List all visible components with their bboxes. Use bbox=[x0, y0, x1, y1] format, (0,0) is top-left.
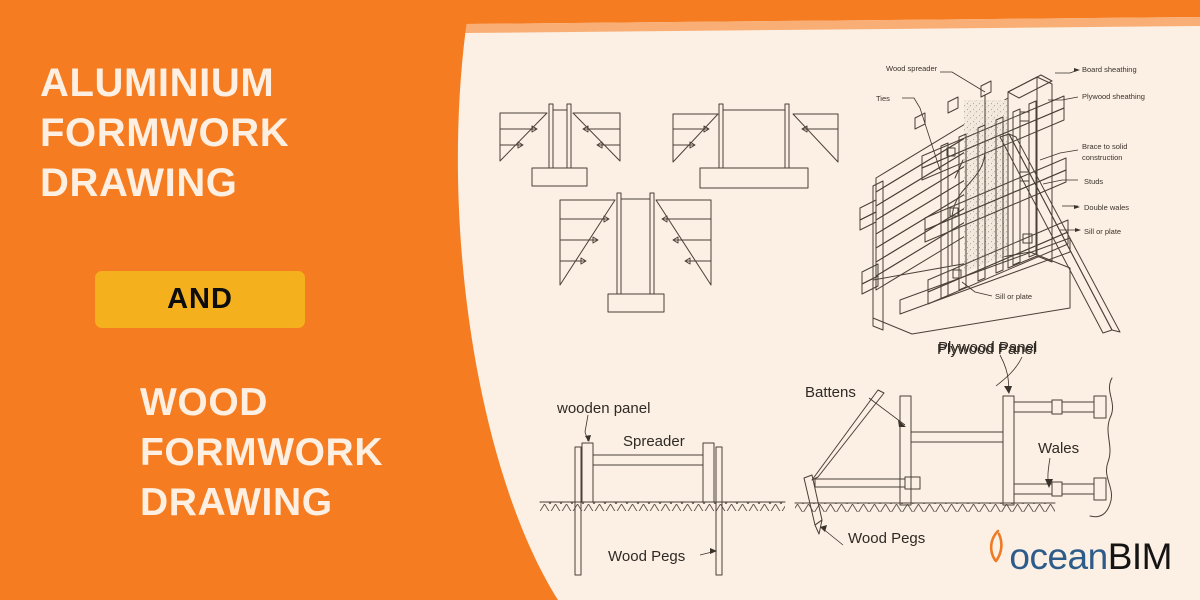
callout-wooden-panel: wooden panel bbox=[556, 400, 650, 417]
subtitle-line-3: DRAWING bbox=[140, 481, 333, 524]
callout-spreader: Spreader bbox=[623, 433, 685, 450]
callout-sill-or-plate-right: Sill or plate bbox=[1084, 227, 1121, 236]
callout-brace-line1: Brace to solid bbox=[1082, 142, 1127, 151]
callout-plywood-panel-br: Plywood Panel bbox=[938, 339, 1037, 356]
wooden-panel-spreader-section: wooden panel Spreader Wood Pegs bbox=[540, 400, 785, 575]
caption-plywood-panel: Plywood Panel bbox=[937, 341, 1036, 358]
title-line-1: ALUMINIUM bbox=[40, 61, 275, 105]
callout-wales: Wales bbox=[1038, 440, 1079, 457]
page-title: ALUMINIUM FORMWORK DRAWING bbox=[40, 58, 440, 208]
page-subtitle: WOOD FORMWORK DRAWING bbox=[140, 378, 470, 528]
battens-plywood-panel-section: Battens Plywood Panel Wales Wood Pegs bbox=[795, 339, 1113, 547]
title-line-2: FORMWORK bbox=[40, 111, 290, 155]
wave-swoosh-icon bbox=[986, 527, 1008, 567]
oceanbim-logo[interactable]: ocean BIM bbox=[986, 527, 1173, 578]
callout-brace-line2: construction bbox=[1082, 153, 1122, 162]
subtitle-line-1: WOOD bbox=[140, 381, 269, 424]
callout-battens: Battens bbox=[805, 384, 856, 401]
pressure-section-a bbox=[500, 104, 620, 186]
callout-ties: Ties bbox=[876, 94, 890, 103]
callout-wood-spreader: Wood spreader bbox=[886, 64, 938, 73]
callout-wood-pegs-left: Wood Pegs bbox=[608, 548, 685, 565]
logo-word-ocean: ocean bbox=[1009, 536, 1108, 577]
subtitle-line-2: FORMWORK bbox=[140, 431, 384, 474]
callout-double-wales: Double wales bbox=[1084, 203, 1129, 212]
callout-studs: Studs bbox=[1084, 177, 1103, 186]
title-line-3: DRAWING bbox=[40, 161, 238, 205]
plywood-panel-wall-form-isometric: Wood spreader Ties Board sheathing Plywo… bbox=[860, 64, 1145, 386]
callout-sill-or-plate-bottom: Sill or plate bbox=[995, 292, 1032, 301]
pressure-section-c bbox=[560, 193, 711, 312]
logo-word-bim: BIM bbox=[1107, 536, 1173, 577]
pressure-section-b bbox=[673, 104, 838, 188]
callout-wood-pegs-right: Wood Pegs bbox=[848, 530, 925, 547]
callout-board-sheathing: Board sheathing bbox=[1082, 65, 1137, 74]
callout-plywood-sheathing: Plywood sheathing bbox=[1082, 92, 1145, 101]
and-badge-label: AND bbox=[167, 283, 233, 315]
formwork-pressure-diagrams bbox=[500, 104, 838, 312]
and-badge: AND bbox=[95, 271, 305, 328]
